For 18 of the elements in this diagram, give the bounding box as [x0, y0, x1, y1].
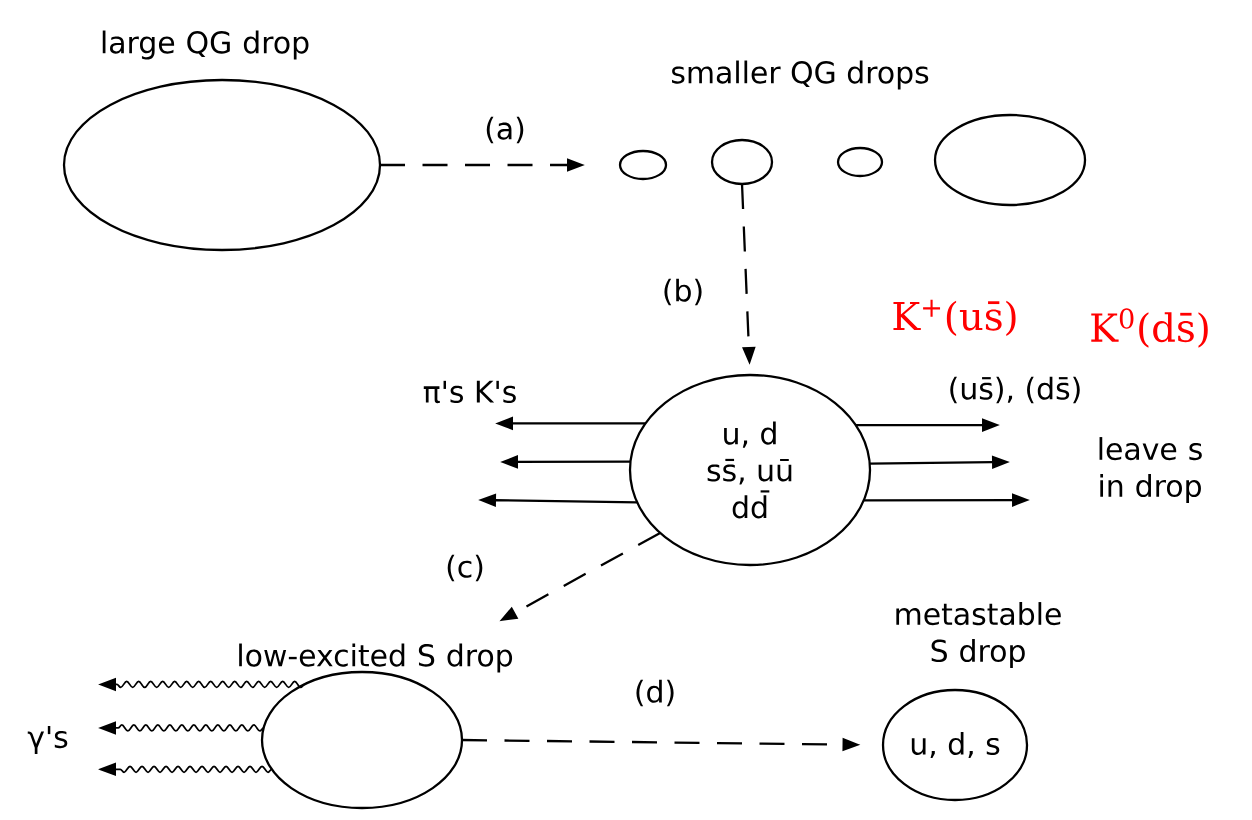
edge-label: (c): [443, 552, 487, 584]
text-label: γ's: [27, 726, 68, 754]
edge-label: (d): [632, 677, 678, 709]
edge-label: (a): [482, 114, 528, 146]
drop-ellipse: [933, 113, 1087, 207]
drop-ellipse: [618, 149, 668, 181]
drop-ellipse: [710, 138, 774, 186]
edge-label: (b): [660, 276, 706, 308]
text-label: π's K's: [423, 380, 516, 404]
drop-heading: metastable S drop: [896, 602, 1061, 668]
text-label: leave s in drop: [1099, 437, 1202, 503]
drop-heading: low-excited S drop: [239, 643, 513, 673]
drop-ellipse: [836, 146, 884, 178]
drop-heading: large QG drop: [102, 30, 309, 60]
text-label: smaller QG drops: [672, 60, 929, 90]
formula-label: K$^{0}$(ds̄): [1091, 308, 1208, 348]
text-label: (us̄), (ds̄): [950, 376, 1080, 404]
formula-label: K$^{+}$(us̄): [893, 299, 1016, 337]
